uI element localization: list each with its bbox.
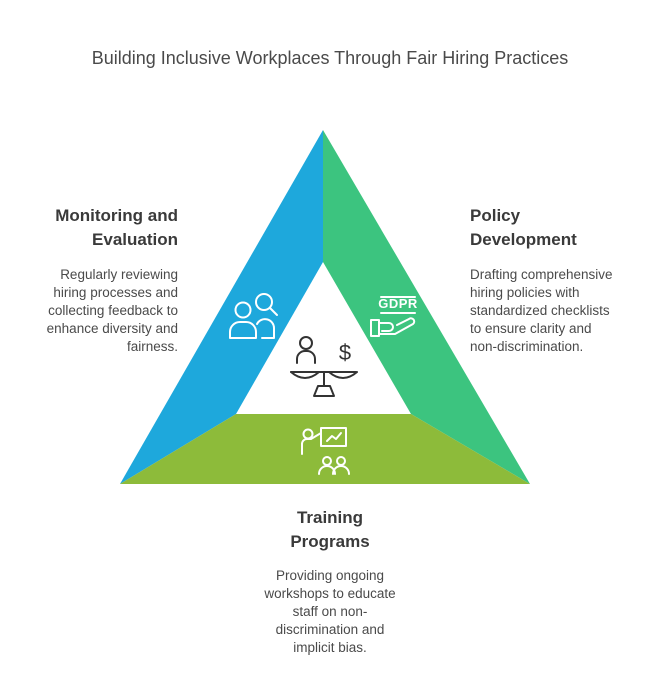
monitoring-evaluation-heading: Monitoring and Evaluation bbox=[55, 206, 178, 249]
dollar-sign-icon: $ bbox=[339, 340, 351, 365]
training-programs-heading: Training Programs bbox=[290, 508, 370, 551]
people-magnifier-icon bbox=[229, 293, 278, 339]
right-segment bbox=[323, 130, 530, 484]
monitoring-evaluation-description: Regularly reviewing hiring processes and… bbox=[46, 267, 178, 354]
training-programs-description: Providing ongoing workshops to educate s… bbox=[264, 568, 396, 655]
presentation-audience-icon bbox=[301, 427, 350, 475]
policy-development-description: Drafting comprehensive hiring policies w… bbox=[470, 267, 613, 354]
bottom-segment bbox=[120, 414, 530, 484]
policy-development-heading: Policy Development bbox=[470, 206, 577, 249]
gdpr-hand-icon: GDPR bbox=[370, 296, 418, 337]
left-segment bbox=[120, 130, 323, 484]
page-title: Building Inclusive Workplaces Through Fa… bbox=[91, 48, 569, 68]
gdpr-label: GDPR bbox=[378, 296, 418, 311]
balance-scale-person-dollar-icon bbox=[290, 336, 358, 397]
